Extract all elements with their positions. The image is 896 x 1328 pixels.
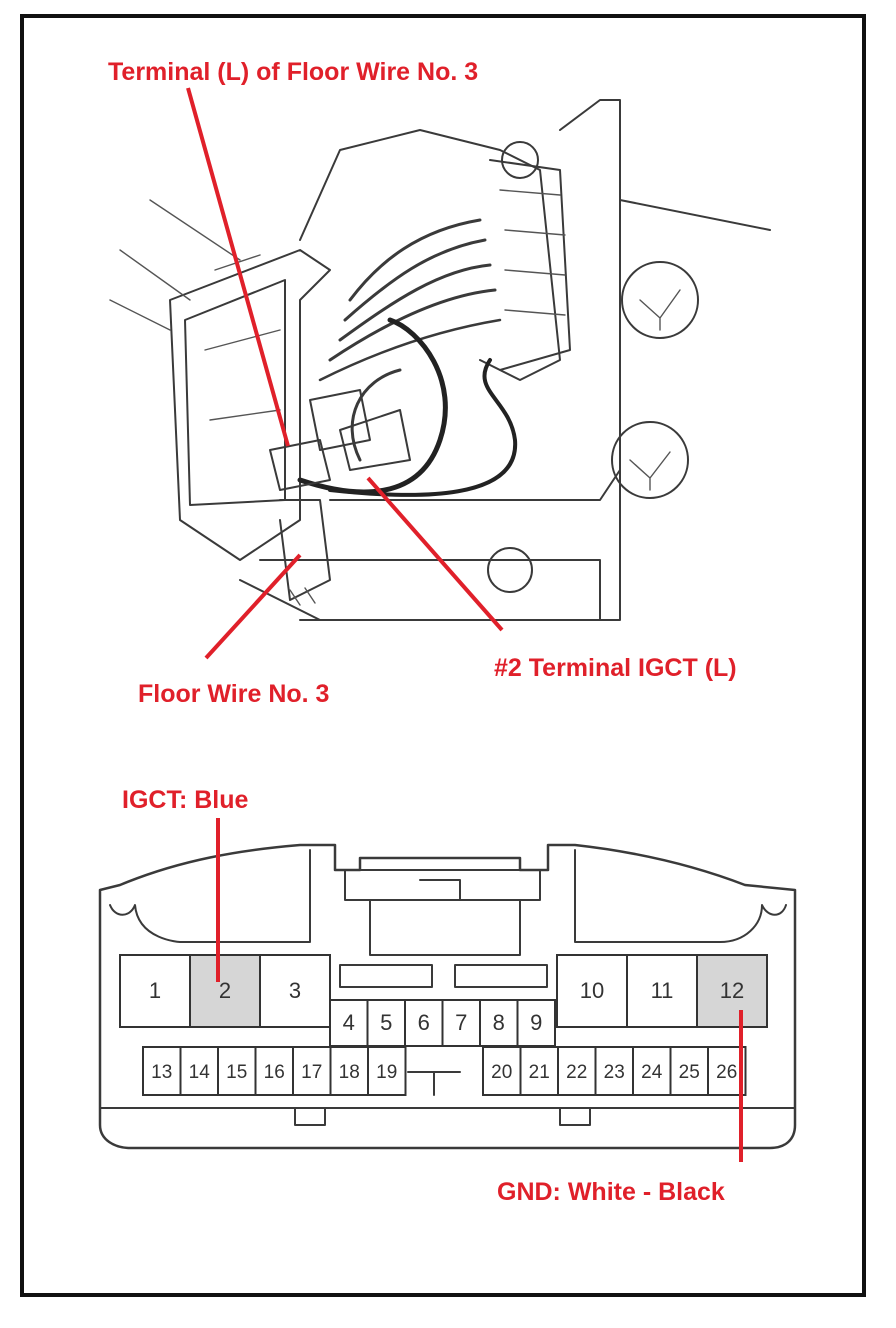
harness-illustration bbox=[109, 99, 771, 621]
callout-line-igct-terminal bbox=[366, 476, 504, 632]
callout-line-terminal-l bbox=[186, 87, 290, 447]
label-igct-terminal: #2 Terminal IGCT (L) bbox=[494, 654, 737, 682]
pin-26-label: 26 bbox=[716, 1062, 737, 1083]
pin-22-cell bbox=[557, 1046, 597, 1096]
pin-12-label: 12 bbox=[720, 978, 744, 1003]
pin-20-cell bbox=[482, 1046, 522, 1096]
pin-18-cell bbox=[329, 1046, 369, 1096]
pin-5-label: 5 bbox=[380, 1010, 392, 1035]
pin-22-label: 22 bbox=[566, 1062, 587, 1083]
pin-15-cell bbox=[217, 1046, 257, 1096]
pin-23-label: 23 bbox=[604, 1062, 625, 1083]
pin-1-label: 1 bbox=[149, 978, 161, 1003]
pin-19-cell bbox=[367, 1046, 407, 1096]
pin-13-label: 13 bbox=[151, 1062, 172, 1083]
label-floor-wire: Floor Wire No. 3 bbox=[138, 680, 329, 708]
pin-20-label: 20 bbox=[491, 1062, 512, 1083]
pin-14-cell bbox=[179, 1046, 219, 1096]
pin-11-label: 11 bbox=[651, 978, 674, 1003]
pin-17-label: 17 bbox=[301, 1062, 322, 1083]
label-terminal-l: Terminal (L) of Floor Wire No. 3 bbox=[108, 58, 478, 86]
pin-25-label: 25 bbox=[679, 1062, 700, 1083]
pin-18-label: 18 bbox=[339, 1062, 360, 1083]
callout-line-floor-wire bbox=[204, 553, 302, 660]
pin-11-cell bbox=[626, 954, 698, 1028]
pin-13-cell bbox=[142, 1046, 182, 1096]
pin-16-cell bbox=[254, 1046, 294, 1096]
label-igct-blue: IGCT: Blue bbox=[122, 786, 248, 814]
pin-17-cell bbox=[292, 1046, 332, 1096]
pin-6-label: 6 bbox=[418, 1010, 430, 1035]
pin-7-cell bbox=[441, 999, 481, 1047]
pin-19-label: 19 bbox=[376, 1062, 397, 1083]
pin-12-cell bbox=[696, 954, 768, 1028]
pin-5-cell bbox=[366, 999, 406, 1047]
pin-15-label: 15 bbox=[226, 1062, 247, 1083]
pin-3-cell bbox=[259, 954, 331, 1028]
pin-10-cell bbox=[556, 954, 628, 1028]
key-mark bbox=[407, 1071, 461, 1096]
pin-14-label: 14 bbox=[189, 1062, 211, 1083]
pin-16-label: 16 bbox=[264, 1062, 285, 1083]
pin-24-label: 24 bbox=[641, 1062, 663, 1083]
pin-4-label: 4 bbox=[343, 1010, 355, 1035]
pin-9-label: 9 bbox=[530, 1010, 542, 1035]
pin-2-cell bbox=[189, 954, 261, 1028]
pin-8-label: 8 bbox=[493, 1010, 505, 1035]
pin-7-label: 7 bbox=[455, 1010, 467, 1035]
label-gnd: GND: White - Black bbox=[497, 1178, 725, 1206]
pin-2-label: 2 bbox=[219, 978, 231, 1003]
pin-3-label: 3 bbox=[289, 978, 301, 1003]
pin-10-label: 10 bbox=[580, 978, 604, 1003]
pin-21-label: 21 bbox=[529, 1062, 550, 1083]
